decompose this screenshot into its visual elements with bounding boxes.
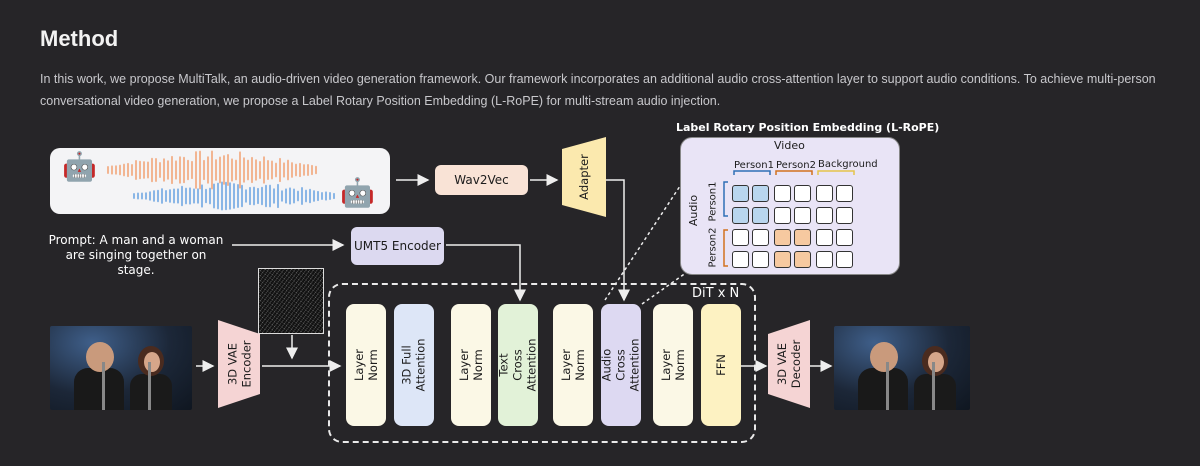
lrope-grid-cell xyxy=(774,185,791,202)
lrope-grid-cell xyxy=(816,207,833,224)
lrope-background-col: Background xyxy=(818,159,878,170)
dit-block-layer-norm: Layer Norm xyxy=(451,304,491,426)
lrope-grid-cell xyxy=(752,229,769,246)
dit-repeat-label: DiT x N xyxy=(692,286,740,301)
lrope-grid-cell xyxy=(836,185,853,202)
output-video-frame xyxy=(834,326,970,410)
lrope-brackets xyxy=(723,170,855,267)
adapter-block xyxy=(562,137,606,217)
dit-block-layer-norm: Layer Norm xyxy=(653,304,693,426)
lrope-grid-cell xyxy=(816,229,833,246)
vae-decoder-label: 3D VAE Decoder xyxy=(775,339,804,389)
lrope-person2-col: Person2 xyxy=(776,160,816,171)
dit-block-text-cross-attention: Text Cross Attention xyxy=(497,304,540,426)
vae-encoder-label: 3D VAE Encoder xyxy=(225,340,254,388)
dit-block-audio-cross-attention: Audio Cross Attention xyxy=(600,304,643,426)
lrope-grid-cell xyxy=(836,251,853,268)
vae-encoder-block xyxy=(218,320,260,408)
dit-block-label: Layer Norm xyxy=(559,348,587,382)
lrope-grid-cell xyxy=(836,207,853,224)
dit-block-3d-full-attention: 3D Full Attention xyxy=(394,304,434,426)
lrope-grid-cell xyxy=(774,229,791,246)
page-intro: In this work, we propose MultiTalk, an a… xyxy=(40,72,1156,108)
lrope-grid-cell xyxy=(732,207,749,224)
lrope-grid-cell xyxy=(732,251,749,268)
vae-encoder-label-wrap: 3D VAE Encoder xyxy=(216,320,262,408)
lrope-grid-cell xyxy=(752,251,769,268)
robot-icon: 🤖 xyxy=(340,176,375,209)
lrope-title: Label Rotary Position Embedding (L-RoPE) xyxy=(676,121,940,134)
lrope-grid-cell xyxy=(774,251,791,268)
dit-block-ffn: FFN xyxy=(701,304,741,426)
dit-block-label: Layer Norm xyxy=(352,348,380,382)
dit-block-label: 3D Full Attention xyxy=(400,338,429,392)
dit-block-layer-norm: Layer Norm xyxy=(553,304,593,426)
dit-block-label: Layer Norm xyxy=(457,348,485,382)
lrope-grid-cell xyxy=(794,185,811,202)
waveform-graphic xyxy=(107,150,335,211)
lrope-grid-cell xyxy=(836,229,853,246)
lrope-grid-cell xyxy=(752,185,769,202)
vae-decoder-block xyxy=(768,320,810,408)
lrope-grid-cell xyxy=(794,229,811,246)
lrope-grid-cell xyxy=(774,207,791,224)
lrope-grid-cell xyxy=(732,185,749,202)
audio-waveform-panel: 🤖 🤖 xyxy=(50,148,390,214)
lrope-grid-cell xyxy=(794,251,811,268)
lrope-grid-cell xyxy=(732,229,749,246)
vae-decoder-label-wrap: 3D VAE Decoder xyxy=(766,320,812,408)
umt5-encoder-box: UMT5 Encoder xyxy=(351,227,444,265)
adapter-label: Adapter xyxy=(577,154,591,200)
input-video-frame xyxy=(50,326,192,410)
noise-latent-image xyxy=(258,268,324,334)
wav2vec-box: Wav2Vec xyxy=(435,165,528,195)
dit-block-label: Layer Norm xyxy=(659,348,687,382)
page-title: Method xyxy=(40,26,119,51)
prompt-text: Prompt: A man and a woman are singing to… xyxy=(48,233,224,277)
dit-block-layer-norm: Layer Norm xyxy=(346,304,386,426)
dit-block-container xyxy=(328,283,756,443)
robot-icon: 🤖 xyxy=(62,150,97,183)
lrope-grid-cell xyxy=(816,251,833,268)
lrope-grid-cell xyxy=(794,207,811,224)
adapter-label-wrap: Adapter xyxy=(560,137,608,217)
lrope-grid-cell xyxy=(752,207,769,224)
lrope-video-label: Video xyxy=(774,139,805,152)
dit-block-label: FFN xyxy=(714,354,728,376)
dit-block-label: Audio Cross Attention xyxy=(600,338,643,392)
lrope-person1-col: Person1 xyxy=(734,160,774,171)
dit-block-label: Text Cross Attention xyxy=(497,338,540,392)
lrope-grid-cell xyxy=(816,185,833,202)
